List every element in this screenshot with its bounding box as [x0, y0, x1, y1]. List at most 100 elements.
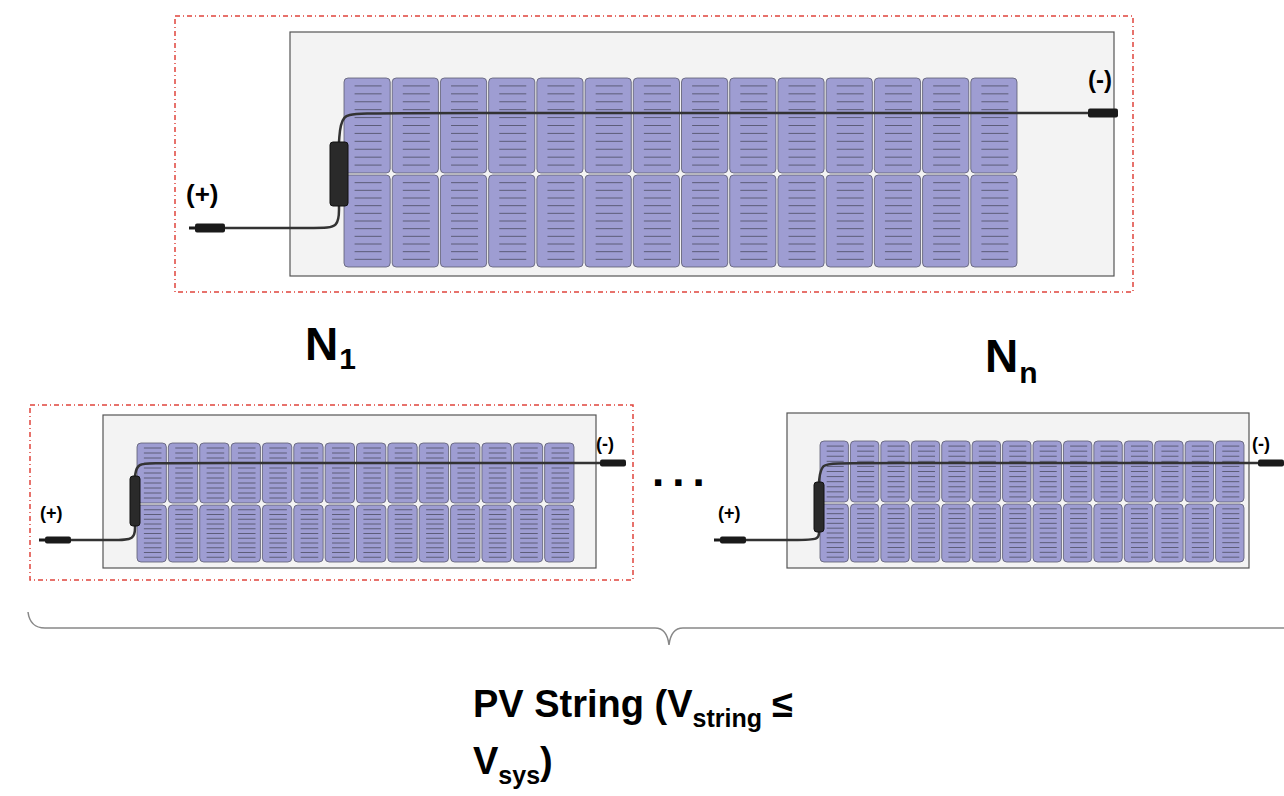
cell-stripe — [933, 85, 960, 86]
cell-stripe — [395, 509, 413, 510]
cell-stripe — [644, 141, 671, 142]
cell-stripe — [238, 533, 256, 534]
cell-stripe — [175, 458, 193, 459]
cell-stripe — [933, 157, 960, 158]
cell-stripe — [1101, 486, 1118, 487]
terminal-label: (-) — [596, 434, 614, 455]
cell-stripe — [1161, 557, 1178, 558]
cell-stripe — [403, 228, 430, 229]
cell-stripe — [332, 547, 350, 548]
module-cable — [225, 206, 339, 228]
cell-stripe — [355, 133, 382, 134]
cell-stripe — [692, 133, 719, 134]
cell-stripe — [457, 478, 475, 479]
cell-stripe — [789, 157, 816, 158]
cell-stripe — [426, 533, 444, 534]
cell-stripe — [827, 523, 844, 524]
solar-cell — [451, 505, 480, 562]
cell-stripe — [857, 466, 874, 467]
cell-stripe — [981, 221, 1008, 222]
cell-stripe — [1070, 533, 1087, 534]
cell-stripe — [740, 205, 767, 206]
cell-stripe — [332, 524, 350, 525]
cell-stripe — [933, 190, 960, 191]
cell-stripe — [644, 205, 671, 206]
cell-stripe — [644, 101, 671, 102]
cell-stripe — [355, 125, 382, 126]
cell-stripe — [547, 213, 574, 214]
cell-stripe — [175, 498, 193, 499]
cell-stripe — [499, 109, 526, 110]
cell-stripe — [918, 491, 935, 492]
cell-stripe — [1101, 496, 1118, 497]
cell-stripe — [426, 453, 444, 454]
cell-stripe — [857, 456, 874, 457]
cell-stripe — [1101, 528, 1118, 529]
cell-stripe — [175, 488, 193, 489]
cell-stripe — [888, 533, 905, 534]
plus-connector-tip — [189, 227, 196, 230]
minus-connector — [1088, 109, 1118, 118]
cell-stripe — [451, 251, 478, 252]
cell-stripe — [395, 524, 413, 525]
cell-stripe — [979, 461, 996, 462]
cell-stripe — [451, 205, 478, 206]
cell-stripe — [596, 244, 623, 245]
cell-stripe — [489, 453, 507, 454]
cell-stripe — [740, 117, 767, 118]
cell-stripe — [888, 513, 905, 514]
cell-stripe — [301, 458, 319, 459]
cell-stripe — [451, 228, 478, 229]
cell-stripe — [644, 165, 671, 166]
cell-stripe — [144, 473, 162, 474]
cell-stripe — [857, 518, 874, 519]
cell-stripe — [933, 93, 960, 94]
cell-stripe — [888, 542, 905, 543]
cell-stripe — [457, 519, 475, 520]
cell-stripe — [175, 514, 193, 515]
solar-cell — [881, 504, 909, 562]
cell-stripe — [175, 533, 193, 534]
solar-cell — [489, 175, 535, 267]
cell-stripe — [740, 182, 767, 183]
cell-stripe — [1040, 547, 1057, 548]
solar-cell — [682, 175, 728, 267]
cell-stripe — [740, 236, 767, 237]
string-caption: ) — [540, 740, 553, 784]
cell-stripe — [520, 552, 538, 553]
cell-stripe — [144, 483, 162, 484]
solar-cell — [923, 175, 969, 267]
continuation-dots: ... — [652, 446, 713, 497]
cell-stripe — [692, 259, 719, 260]
cell-stripe — [918, 513, 935, 514]
cell-stripe — [144, 458, 162, 459]
cell-stripe — [740, 93, 767, 94]
cell-stripe — [1101, 523, 1118, 524]
cell-stripe — [355, 221, 382, 222]
cell-stripe — [981, 85, 1008, 86]
cell-stripe — [238, 538, 256, 539]
cell-stripe — [552, 493, 570, 494]
cell-stripe — [888, 537, 905, 538]
cell-stripe — [948, 481, 965, 482]
cell-stripe — [457, 557, 475, 558]
cell-stripe — [1009, 523, 1026, 524]
cell-stripe — [979, 466, 996, 467]
cell-stripe — [552, 473, 570, 474]
cell-stripe — [238, 453, 256, 454]
cell-stripe — [499, 85, 526, 86]
cell-stripe — [1192, 456, 1209, 457]
cell-stripe — [1101, 461, 1118, 462]
cell-stripe — [979, 552, 996, 553]
solar-cell — [482, 443, 511, 503]
cell-stripe — [520, 538, 538, 539]
cell-stripe — [175, 473, 193, 474]
cell-stripe — [837, 228, 864, 229]
cell-stripe — [885, 125, 912, 126]
cell-stripe — [395, 473, 413, 474]
cell-stripe — [918, 466, 935, 467]
cell-stripe — [489, 468, 507, 469]
cell-stripe — [1009, 528, 1026, 529]
cell-stripe — [1040, 537, 1057, 538]
cell-stripe — [403, 141, 430, 142]
